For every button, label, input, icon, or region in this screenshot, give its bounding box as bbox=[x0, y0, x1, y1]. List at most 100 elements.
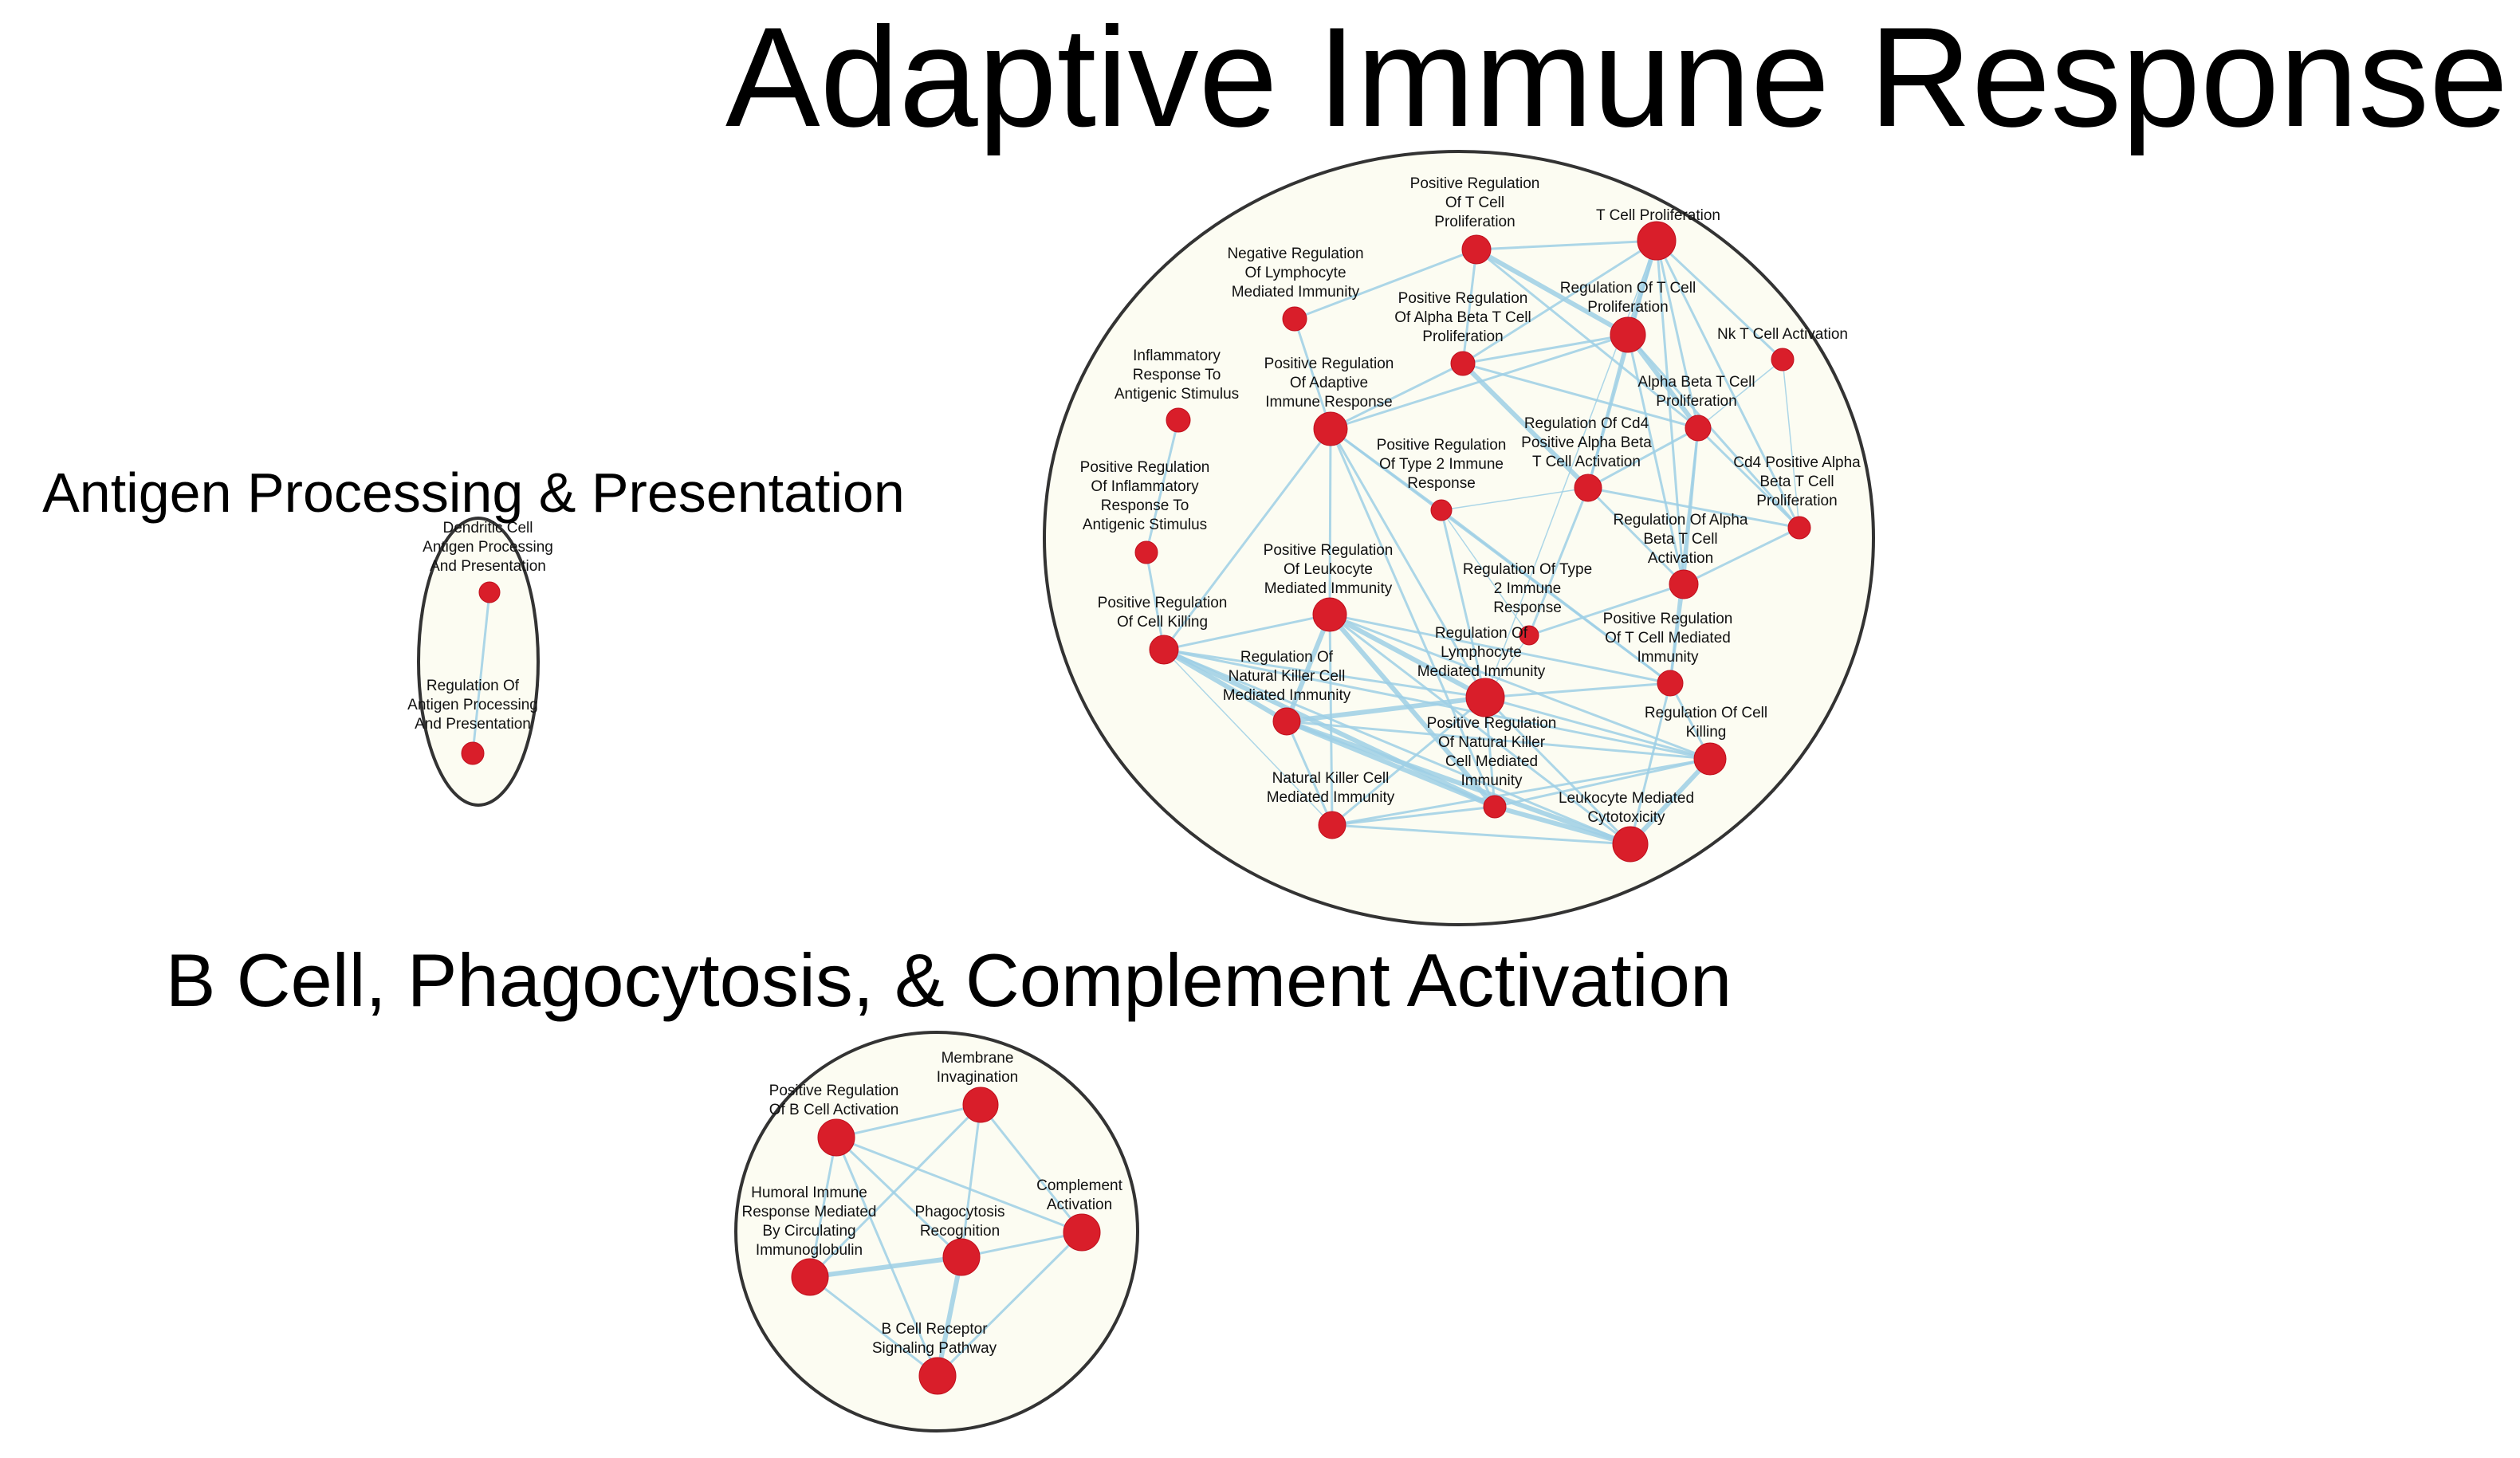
edge-a5-a8 bbox=[1329, 333, 1630, 430]
node-a18 bbox=[1657, 670, 1684, 697]
node-label-line: Activation bbox=[1047, 1197, 1112, 1213]
node-label-line: Of Cell Killing bbox=[1117, 614, 1208, 631]
node-label-line: Alpha Beta T Cell bbox=[1637, 374, 1755, 391]
node-a15 bbox=[1312, 597, 1347, 632]
edge-a20-a24 bbox=[1284, 719, 1633, 847]
node-label-line: Cytotoxicity bbox=[1587, 809, 1665, 826]
node-label-line: Inflammatory bbox=[1133, 348, 1221, 364]
node-label-line: Regulation Of T Cell bbox=[1560, 280, 1696, 297]
node-label-line: Of T Cell bbox=[1445, 195, 1504, 211]
edge-b1-b3 bbox=[979, 1103, 1083, 1234]
edge-a10-a11 bbox=[1441, 487, 1589, 511]
node-label-line: Mediated Immunity bbox=[1264, 580, 1393, 597]
edge-a21-a24 bbox=[1628, 757, 1712, 847]
node-a4 bbox=[1450, 351, 1476, 376]
edge-a17-a19 bbox=[1162, 648, 1487, 699]
edge-a15-a18 bbox=[1328, 613, 1672, 685]
node-label-line: Antigen Processing bbox=[407, 697, 538, 713]
node-b3 bbox=[1063, 1213, 1101, 1252]
edge-a1-a9 bbox=[1475, 248, 1700, 430]
node-label-line: Response To bbox=[1133, 367, 1221, 383]
edge-a4-a8 bbox=[1329, 362, 1464, 430]
edge-a11-a19 bbox=[1440, 509, 1487, 699]
node-a8 bbox=[1313, 411, 1348, 446]
edge-b3-b6 bbox=[936, 1231, 1083, 1377]
node-a19 bbox=[1465, 678, 1505, 717]
edge-a17-a23 bbox=[1163, 649, 1333, 826]
edge-a1-a4 bbox=[1461, 248, 1478, 365]
node-b2 bbox=[817, 1118, 855, 1157]
node-label-line: Leukocyte Mediated bbox=[1559, 790, 1694, 807]
node-label-line: Mediated Immunity bbox=[1417, 663, 1546, 680]
node-label-line: Proliferation bbox=[1434, 214, 1515, 230]
node-label-line: B Cell Receptor bbox=[881, 1321, 988, 1338]
edge-b2-b4 bbox=[808, 1136, 838, 1279]
edge-a19-a24 bbox=[1484, 696, 1632, 846]
edge-a6-a12 bbox=[1782, 359, 1800, 529]
node-label-line: Response bbox=[1493, 599, 1562, 616]
edge-a1-a2 bbox=[1475, 239, 1658, 251]
edge-a14-a18 bbox=[1669, 583, 1685, 685]
edge-a13-a17 bbox=[1145, 551, 1166, 651]
node-label-line: Antigenic Stimulus bbox=[1115, 386, 1239, 403]
node-label-line: Activation bbox=[1648, 550, 1713, 567]
node-label-line: Response To bbox=[1101, 497, 1189, 514]
node-label-line: Negative Regulation bbox=[1227, 246, 1363, 262]
node-label-line: Antigen Processing bbox=[423, 539, 553, 556]
node-label-line: Immune Response bbox=[1265, 394, 1392, 411]
edge-a14-a16 bbox=[1527, 583, 1685, 637]
node-label-line: Positive Regulation bbox=[1098, 595, 1228, 611]
node-label-a17: Positive Regulation Of Cell Killing bbox=[1098, 595, 1228, 631]
node-label-line: Of Lymphocyte bbox=[1244, 265, 1346, 281]
cluster-title-bcell: B Cell, Phagocytosis, & Complement Activ… bbox=[166, 938, 1732, 1022]
edge-a17-a24 bbox=[1162, 648, 1632, 846]
node-label-line: Natural Killer Cell bbox=[1272, 770, 1390, 787]
edge-a2-a6 bbox=[1655, 239, 1784, 361]
node-label-line: Mediated Immunity bbox=[1267, 789, 1395, 806]
node-label-line: Of Leukocyte bbox=[1284, 561, 1373, 578]
edge-a17-a22 bbox=[1162, 647, 1497, 809]
node-label-line: Regulation Of bbox=[1240, 649, 1334, 666]
edge-b2-b6 bbox=[835, 1136, 939, 1377]
node-label-line: Recognition bbox=[920, 1223, 1000, 1240]
edge-a10-a12 bbox=[1586, 486, 1801, 529]
edge-a9-a10 bbox=[1586, 426, 1700, 489]
node-b5 bbox=[942, 1238, 981, 1276]
edge-a15-a21 bbox=[1328, 613, 1712, 760]
edge-p1-p2 bbox=[471, 591, 491, 755]
edge-a15-a17 bbox=[1162, 613, 1331, 651]
edge-a10-a14 bbox=[1586, 486, 1685, 586]
node-label-line: By Circulating bbox=[762, 1223, 855, 1240]
node-b6 bbox=[918, 1357, 957, 1395]
edge-a6-a9 bbox=[1697, 359, 1783, 429]
node-label-line: Of Type 2 Immune bbox=[1379, 456, 1504, 473]
edge-a10-a16 bbox=[1527, 486, 1590, 637]
node-a14 bbox=[1669, 569, 1699, 599]
node-label-line: 2 Immune bbox=[1494, 580, 1561, 597]
node-a7 bbox=[1166, 407, 1191, 433]
edge-a11-a18 bbox=[1440, 509, 1672, 685]
edge-a5-a10 bbox=[1586, 333, 1630, 489]
edge-a15-a24 bbox=[1328, 613, 1632, 846]
edge-b1-b2 bbox=[835, 1103, 982, 1139]
edge-a19-a23 bbox=[1331, 696, 1487, 827]
node-label-line: Positive Regulation bbox=[1264, 542, 1394, 559]
edge-a11-a16 bbox=[1441, 509, 1530, 636]
node-a11 bbox=[1430, 499, 1453, 521]
node-a6 bbox=[1771, 348, 1795, 371]
edge-a3-a8 bbox=[1293, 317, 1332, 430]
node-p2 bbox=[461, 741, 485, 765]
node-label-line: Positive Regulation bbox=[1264, 356, 1394, 372]
cluster-title-antigen: Antigen Processing & Presentation bbox=[42, 462, 905, 524]
